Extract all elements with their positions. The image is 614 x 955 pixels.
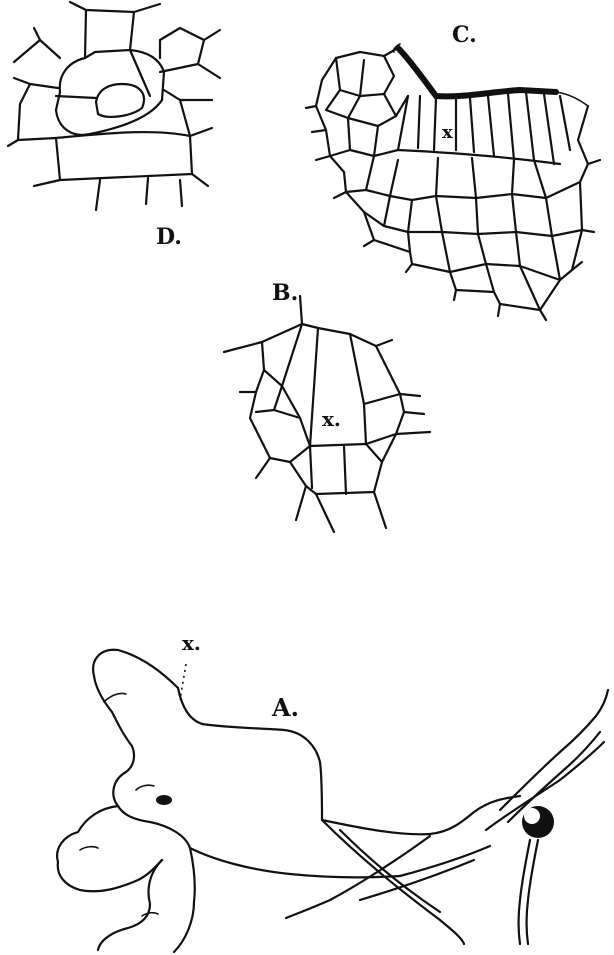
panel-d-cell-drawing (8, 2, 220, 210)
panel-c-cell-drawing (306, 44, 600, 320)
panel-a-prothallus-drawing (57, 650, 608, 952)
panel-a-label: A. (271, 693, 299, 722)
panel-d-label: D. (156, 224, 182, 250)
panel-c-label: C. (452, 22, 477, 48)
archegonium-spot (156, 795, 172, 805)
panel-b-label: B. (272, 280, 298, 306)
panel-c-x-marker: x (442, 122, 453, 143)
panel-b-x-marker: x. (322, 407, 341, 431)
panel-a-x-marker: x. (182, 631, 201, 655)
